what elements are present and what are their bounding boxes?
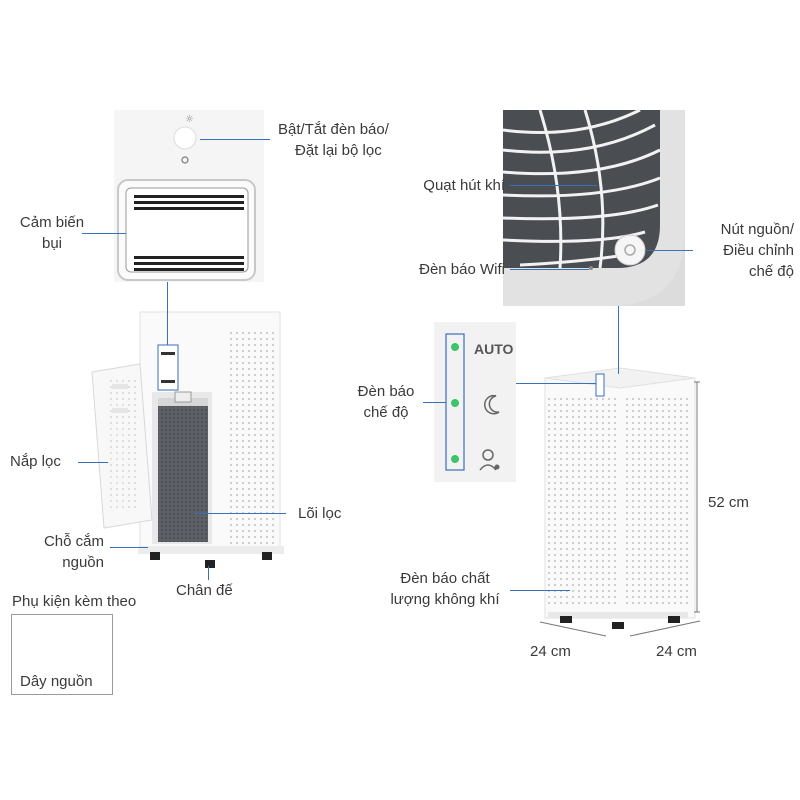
mode-light (451, 399, 459, 407)
mode-panel (434, 322, 516, 482)
foot (150, 552, 160, 560)
intake-fan-label: Quạt hút khí (423, 177, 505, 194)
dimension-lines (539, 381, 701, 637)
power-socket-label: Chỗ cắm nguồn (43, 533, 104, 571)
power-button-label: Nút nguồn/ Điều chỉnh chế độ (720, 221, 794, 280)
light-icon: ☼ (185, 114, 194, 125)
base-feet-label: Chân đế (176, 582, 233, 599)
mode-light (451, 343, 459, 351)
filter-cover-label: Nắp lọc (10, 453, 61, 470)
depth-dimension: 24 cm (530, 643, 571, 660)
foot (205, 560, 215, 568)
purifier-closed-view (544, 367, 696, 629)
filter-core-label: Lõi lọc (298, 505, 342, 522)
wifi-light-label: Đèn báo Wifi (419, 261, 505, 278)
foot (262, 552, 272, 560)
fan-grill (503, 110, 660, 268)
air-quality-light-label: Đèn báo chất lượng không khí (390, 570, 500, 608)
indicator-button (173, 126, 197, 150)
auto-mode-text: AUTO (474, 341, 514, 357)
filter-core (158, 398, 208, 542)
power-icon (624, 244, 636, 256)
sensor-grill-top (134, 195, 244, 210)
power-button (614, 234, 646, 266)
power-cord-label: Dây nguồn (20, 673, 93, 690)
moon-icon (483, 394, 500, 415)
purifier-open-view (91, 311, 284, 568)
reset-icon (181, 156, 189, 164)
indicator-reset-label: Bật/Tắt đèn báo/ Đặt lại bộ lọc (278, 121, 389, 159)
user-icon (482, 449, 494, 461)
width-dimension: 24 cm (656, 643, 697, 660)
accessories-title: Phụ kiện kèm theo (12, 593, 137, 610)
fan-detail (502, 108, 685, 306)
accessory-box: Dây nguồn (11, 614, 113, 695)
control-panel-detail: ☼ (114, 110, 264, 282)
mode-light-label: Đèn báo chế độ (357, 383, 415, 421)
sensor-grill-bottom (134, 256, 244, 271)
wifi-indicator (589, 266, 593, 270)
mode-light (451, 455, 459, 463)
dust-sensor-label: Cảm biến bụi (19, 214, 85, 252)
height-dimension: 52 cm (708, 494, 749, 511)
